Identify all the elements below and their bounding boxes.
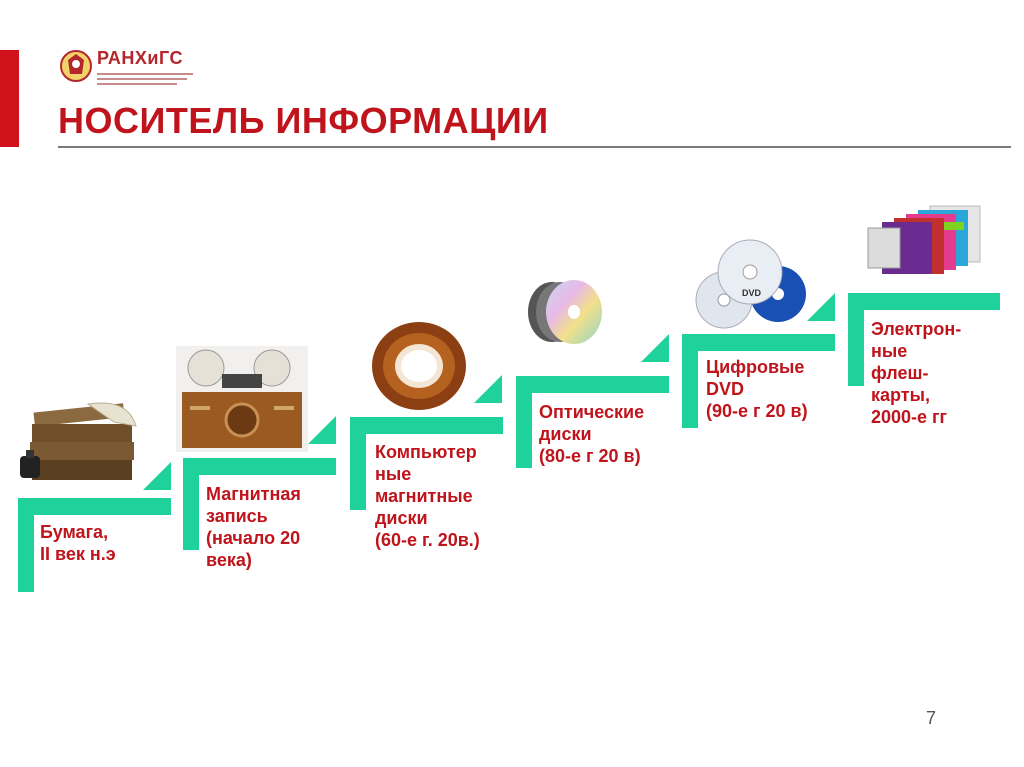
step-arrow-3 (474, 375, 502, 403)
flash-cards-icon (867, 205, 981, 274)
step-label-paper: Бумага, II век н.э (40, 522, 116, 564)
ranepa-emblem-icon (60, 50, 92, 82)
title-divider (58, 146, 1011, 148)
page-number: 7 (926, 708, 937, 728)
step-arrow-5 (807, 293, 835, 321)
optical-discs-icon (528, 280, 602, 344)
step-label-flash-cards: Электрон- ные флеш- карты, 2000-е гг (871, 319, 962, 427)
step-arrow-1 (143, 462, 171, 490)
magnetic-reel-icon (372, 322, 466, 410)
step-arrow-4 (641, 334, 669, 362)
step-label-magnetic-disks: Компьютер ные магнитные диски (60-е г. 2… (375, 442, 480, 550)
header-accent-bar (0, 50, 19, 147)
step-arrow-2 (308, 416, 336, 444)
page-title: НОСИТЕЛЬ ИНФОРМАЦИИ (58, 100, 549, 141)
logo-subtitle-lines-icon (97, 73, 193, 85)
books-icon (20, 402, 137, 480)
step-label-dvd: Цифровые DVD (90-е г 20 в) (706, 357, 808, 421)
tape-recorder-icon (176, 346, 308, 452)
step-label-magnetic-recording: Магнитная запись (начало 20 века) (206, 484, 301, 570)
logo-text: РАНХиГС (97, 48, 183, 68)
step-label-optical-disks: Оптические диски (80-е г 20 в) (539, 402, 645, 466)
dvd-discs-icon: DVD (695, 239, 806, 329)
svg-text:DVD: DVD (742, 288, 762, 298)
